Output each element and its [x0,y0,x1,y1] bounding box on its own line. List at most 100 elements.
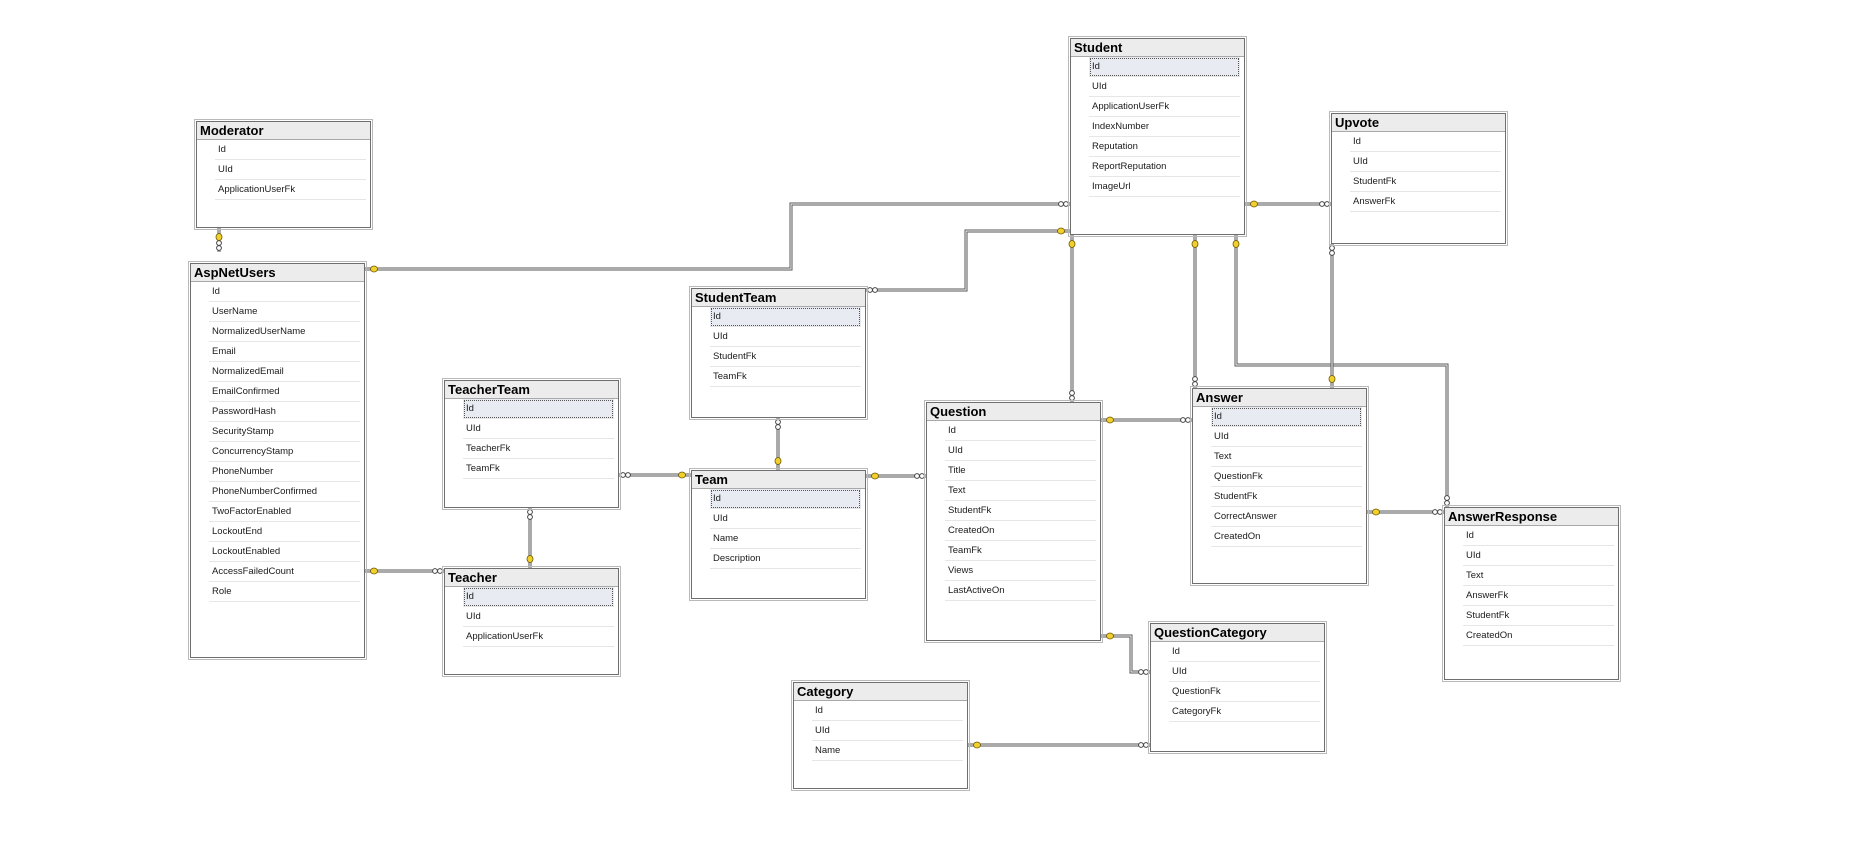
column-row[interactable]: Id [463,399,614,419]
column-row[interactable]: CreatedOn [1211,527,1362,547]
column-row[interactable]: NormalizedEmail [209,362,360,382]
column-row[interactable]: Name [812,741,963,761]
column-row[interactable]: StudentFk [1211,487,1362,507]
column-row[interactable]: AnswerFk [1463,586,1614,606]
table-title: QuestionCategory [1151,624,1324,642]
column-row[interactable]: AccessFailedCount [209,562,360,582]
column-row[interactable]: UserName [209,302,360,322]
column-row[interactable]: UId [812,721,963,741]
column-row[interactable]: Id [812,701,963,721]
column-name: UId [1466,550,1481,561]
column-name: CreatedOn [1466,630,1513,641]
column-row[interactable]: Name [710,529,861,549]
many-end-infinity-icon [914,473,925,479]
column-row[interactable]: Reputation [1089,137,1240,157]
column-row[interactable]: ApplicationUserFk [463,627,614,647]
column-row[interactable]: Id [1169,642,1320,662]
column-row[interactable]: Id [1211,407,1362,427]
column-row[interactable]: CreatedOn [945,521,1096,541]
column-row[interactable]: Id [215,140,366,160]
column-row[interactable]: Text [1463,566,1614,586]
column-row[interactable]: StudentFk [710,347,861,367]
column-row[interactable]: UId [463,419,614,439]
column-row[interactable]: Id [209,282,360,302]
column-row[interactable]: CategoryFk [1169,702,1320,722]
column-name: TeacherFk [466,443,511,454]
column-row[interactable]: Description [710,549,861,569]
column-row[interactable]: UId [1169,662,1320,682]
column-row[interactable]: TeamFk [463,459,614,479]
column-row[interactable]: UId [215,160,366,180]
relationship-student-aspnetusers[interactable] [365,202,1070,271]
column-row[interactable]: Id [1350,132,1501,152]
column-row[interactable]: PhoneNumberConfirmed [209,482,360,502]
column-row[interactable]: ReportReputation [1089,157,1240,177]
column-row[interactable]: StudentFk [945,501,1096,521]
column-row[interactable]: LastActiveOn [945,581,1096,601]
column-row[interactable]: ConcurrencyStamp [209,442,360,462]
column-row[interactable]: ApplicationUserFk [1089,97,1240,117]
column-row[interactable]: StudentFk [1350,172,1501,192]
column-row[interactable]: Id [1463,526,1614,546]
column-row[interactable]: UId [1211,427,1362,447]
column-row[interactable]: TeamFk [945,541,1096,561]
column-row[interactable]: StudentFk [1463,606,1614,626]
column-row[interactable]: IndexNumber [1089,117,1240,137]
column-row[interactable]: TwoFactorEnabled [209,502,360,522]
column-row[interactable]: LockoutEnd [209,522,360,542]
column-row[interactable]: UId [945,441,1096,461]
column-name: CorrectAnswer [1214,511,1277,522]
column-row[interactable]: ApplicationUserFk [215,180,366,200]
column-row[interactable]: Id [945,421,1096,441]
column-row[interactable]: QuestionFk [1169,682,1320,702]
column-name: StudentFk [948,505,992,516]
column-row[interactable]: Text [1211,447,1362,467]
column-name: UserName [212,306,258,317]
column-row[interactable]: UId [710,327,861,347]
column-row[interactable]: Id [1089,57,1240,77]
column-row[interactable]: TeamFk [710,367,861,387]
column-row[interactable]: UId [463,607,614,627]
column-row[interactable]: Id [710,489,861,509]
column-row[interactable]: Email [209,342,360,362]
column-row[interactable]: NormalizedUserName [209,322,360,342]
column-row[interactable]: UId [710,509,861,529]
column-row[interactable]: Text [945,481,1096,501]
column-row[interactable]: PhoneNumber [209,462,360,482]
column-row[interactable]: Views [945,561,1096,581]
column-row[interactable]: SecurityStamp [209,422,360,442]
relationship-questioncategory-question[interactable] [1101,634,1150,674]
column-row[interactable]: AnswerFk [1350,192,1501,212]
column-row[interactable]: CorrectAnswer [1211,507,1362,527]
column-row[interactable]: UId [1089,77,1240,97]
relationship-studentteam-student[interactable] [866,229,1070,292]
column-row[interactable]: QuestionFk [1211,467,1362,487]
column-row[interactable]: UId [1463,546,1614,566]
column-row[interactable]: Title [945,461,1096,481]
column-row[interactable]: LockoutEnabled [209,542,360,562]
column-row[interactable]: Id [710,307,861,327]
column-row[interactable]: CreatedOn [1463,626,1614,646]
column-row[interactable]: UId [1350,152,1501,172]
column-row[interactable]: TeacherFk [463,439,614,459]
column-row[interactable]: EmailConfirmed [209,382,360,402]
column-row[interactable]: Role [209,582,360,602]
many-end-infinity-icon [620,472,631,478]
column-row[interactable]: ImageUrl [1089,177,1240,197]
column-row[interactable]: Id [463,587,614,607]
column-row[interactable]: PasswordHash [209,402,360,422]
